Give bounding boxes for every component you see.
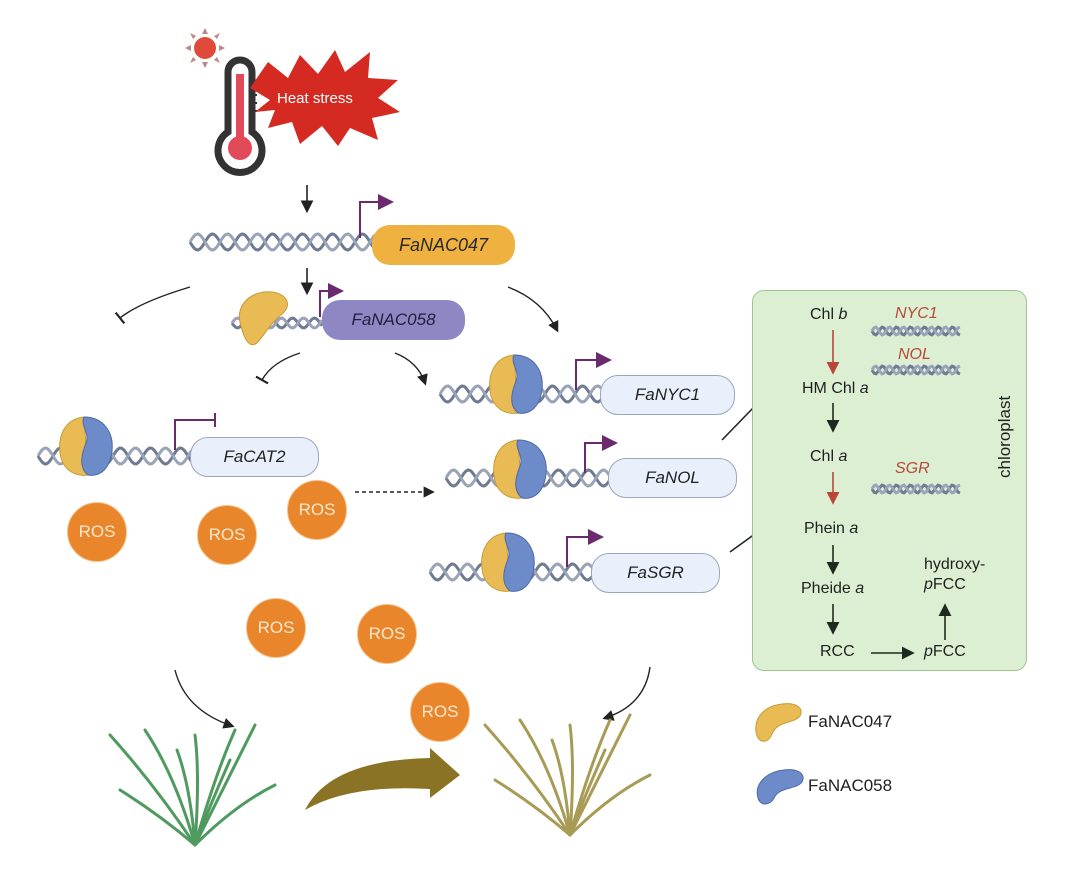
gene-box-fanyc1: FaNYC1 bbox=[600, 375, 735, 415]
gene-box-fasgr: FaSGR bbox=[591, 553, 720, 593]
promoter-arrow-sgr bbox=[566, 529, 604, 567]
grass-blade bbox=[568, 748, 607, 837]
ros-molecule: ROS bbox=[287, 480, 347, 540]
sun-icon bbox=[185, 28, 225, 68]
grass-blade bbox=[193, 758, 232, 847]
enzyme-nol: NOL bbox=[898, 346, 931, 363]
promoter-arrow-nyc1 bbox=[575, 352, 612, 390]
thermometer-icon bbox=[214, 56, 266, 176]
legend-icon-fanac058 bbox=[756, 769, 804, 805]
promoter-arrow-nol bbox=[584, 435, 618, 473]
grass-blade bbox=[550, 738, 572, 837]
promoter-arrow-nac058 bbox=[319, 283, 344, 317]
step-chl-a: Chl a bbox=[810, 448, 848, 465]
dna-helix-sgr-chloroplast bbox=[870, 483, 961, 495]
grass-blade bbox=[118, 788, 197, 847]
step-phein-a: Phein a bbox=[804, 520, 859, 537]
chloroplast-label: chloroplast bbox=[995, 395, 1014, 478]
transition-arrow bbox=[305, 748, 460, 810]
dna-helix-nol-chloroplast bbox=[870, 364, 961, 376]
step-hydroxy-pfcc: pFCC bbox=[924, 576, 966, 593]
grass-blade bbox=[493, 778, 572, 837]
grass-blade bbox=[518, 718, 572, 837]
gene-box-fanac047: FaNAC047 bbox=[372, 225, 515, 265]
ros-molecule: ROS bbox=[67, 502, 127, 562]
promoter-arrow-nac047 bbox=[359, 194, 394, 238]
ros-molecule: ROS bbox=[197, 505, 257, 565]
grass-blade bbox=[193, 733, 199, 847]
gene-box-facat2: FaCAT2 bbox=[190, 437, 319, 477]
step-hm-chl-a: HM Chl a bbox=[802, 380, 869, 397]
grass-blade bbox=[175, 748, 197, 847]
dna-helix-nyc1-chloroplast bbox=[870, 325, 961, 337]
legend-icons bbox=[755, 703, 804, 805]
grass-blade bbox=[568, 723, 574, 837]
gene-box-fanac058: FaNAC058 bbox=[322, 300, 465, 340]
legend-icon-fanac047 bbox=[755, 703, 802, 742]
enzyme-sgr: SGR bbox=[895, 460, 930, 477]
heat-stress-burst bbox=[250, 50, 400, 146]
dna-helix-nac047 bbox=[188, 232, 379, 252]
legend-label-fanac058: FaNAC058 bbox=[808, 776, 893, 795]
healthy-grass bbox=[108, 723, 277, 847]
protein-complex-nyc1 bbox=[489, 354, 543, 414]
grass-blade bbox=[143, 728, 197, 847]
step-rcc: RCC bbox=[820, 643, 855, 660]
legend-label-fanac047: FaNAC047 bbox=[808, 712, 893, 731]
grass-blade bbox=[108, 733, 197, 847]
activate-arrow-nac058-targets bbox=[394, 352, 428, 386]
gene-box-fanol: FaNOL bbox=[608, 458, 737, 498]
arrow-to-healthy-grass bbox=[174, 669, 235, 729]
protein-complex-nol bbox=[493, 439, 547, 499]
step-hydroxy-line1: hydroxy- bbox=[924, 556, 986, 573]
grass-blade bbox=[193, 783, 277, 847]
ros-molecule: ROS bbox=[410, 682, 470, 742]
step-pheide-a: Pheide a bbox=[801, 580, 865, 597]
grass-blade bbox=[483, 723, 572, 837]
protein-complex-cat2 bbox=[59, 416, 113, 476]
protein-complex-sgr bbox=[481, 532, 535, 592]
ros-molecule: ROS bbox=[357, 604, 417, 664]
arrow-to-senescent-grass bbox=[602, 666, 651, 721]
inhibit-arrow-nac058-cat2 bbox=[255, 352, 301, 385]
enzyme-nyc1: NYC1 bbox=[895, 305, 938, 322]
grass-blade bbox=[568, 773, 652, 837]
activate-arrow-nac047-targets bbox=[507, 286, 559, 333]
repression-bar-cat2 bbox=[174, 413, 216, 450]
ros-molecule: ROS bbox=[246, 598, 306, 658]
step-chl-b: Chl b bbox=[810, 306, 848, 323]
chloroplast-panel bbox=[752, 290, 1027, 671]
step-pfcc: pFCC bbox=[924, 643, 966, 660]
heat-stress-label: Heat stress bbox=[277, 90, 353, 107]
inhibit-arrow-nac047-cat2 bbox=[114, 286, 191, 325]
senescent-grass bbox=[483, 713, 652, 837]
protein-fanac047-bound bbox=[238, 291, 288, 346]
